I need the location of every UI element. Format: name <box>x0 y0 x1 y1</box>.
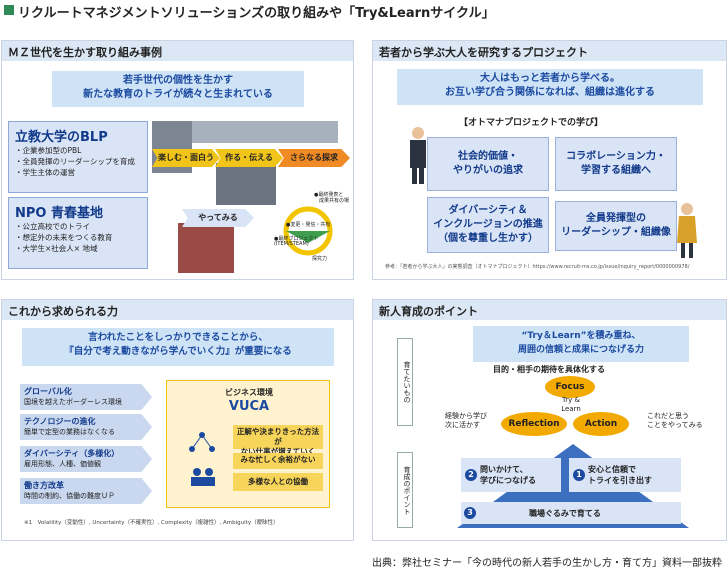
title-marker <box>4 5 14 15</box>
cycle-label: ●最終プロジェクト <box>274 236 319 242</box>
vuca-point: 多様な人との協働 <box>233 473 323 491</box>
learning-box: ダイバーシティ＆ インクルージョンの推進 （個を尊重し生かす） <box>427 197 549 253</box>
page-title: リクルートマネジメントソリューションズの取り組みや「Try&Learnサイクル」 <box>18 6 495 21</box>
point-number: 1 <box>573 469 585 481</box>
cycle-label: ●最終発表と <box>314 192 344 198</box>
blp-item: ・全員発揮のリーダーシップを育成 <box>15 157 135 166</box>
try-step: やってみる <box>182 209 254 227</box>
vuca-box: ビジネス環境 VUCA 正解や決まりきった方法が ない仕事が増えていく みな忙し… <box>166 380 330 508</box>
panel-header: ＭＺ世代を生かす取り組み事例 <box>2 41 353 61</box>
npo-item: ・想定外の未来をつくる教育 <box>15 233 113 242</box>
cycle-label: ●変更・発信・共有 <box>286 222 331 228</box>
photo-classroom <box>192 121 338 143</box>
trend-desc: 雇用形態、人種、価値観 <box>24 460 101 468</box>
photo-activity <box>216 163 276 205</box>
point-3-box: 3 職場ぐるみで育てる <box>461 502 681 524</box>
panel-header: これから求められる力 <box>2 300 353 320</box>
people-group-icon <box>189 467 217 487</box>
point-2-box: 2 問いかけて、 学びにつなげる <box>461 458 561 492</box>
env-label: ビジネス環境 <box>225 388 273 397</box>
trend-title: 働き方改革 <box>24 481 64 490</box>
trend-item: テクノロジーの進化簡単で定型の業務はなくなる <box>20 414 152 440</box>
panel-mz-generation: ＭＺ世代を生かす取り組み事例 若手世代の個性を生かす 新たな教育のトライが続々と… <box>1 40 354 280</box>
panel-banner: 言われたことをしっかりできることから、 『自分で考え動きながら学んでいく力』が重… <box>22 328 334 366</box>
npo-box: NPO 青春基地 ・公立高校でのトライ ・想定外の未来をつくる教育 ・大学生×社… <box>8 197 148 269</box>
panel-header: 若者から学ぶ大人を研究するプロジェクト <box>373 41 726 61</box>
reference-note: 参考：「若者から学ぶ大人」の実態調査（オトマナプロジェクト）https://ww… <box>385 264 690 270</box>
vuca-point: 正解や決まりきった方法が ない仕事が増えていく <box>233 425 323 456</box>
cycle-diagram: ●最終発表と 成果共有の場 ●変更・発信・共有 ●最終プロジェクト (ITEM/… <box>274 191 350 267</box>
point-number: 2 <box>465 469 477 481</box>
npo-item: ・大学生×社会人× 地域 <box>15 244 98 253</box>
trend-title: テクノロジーの進化 <box>24 417 96 426</box>
trend-item: ダイバーシティ（多様化） 雇用形態、人種、価値観 <box>20 446 152 472</box>
blp-item: ・学生主体の運営 <box>15 168 75 177</box>
people-network-icon <box>187 431 217 455</box>
cycle-arrow-icon <box>283 206 333 256</box>
panel-banner: 大人はもっと若者から学べる。 お互い学び合う関係になれば、組織は進化する <box>397 69 703 105</box>
point-text: 問いかけて、 学びにつなげる <box>480 465 536 485</box>
side-label: 育てたいもの <box>397 338 413 426</box>
point-number: 3 <box>464 507 476 519</box>
trend-item: 働き方改革時間の制約、協働の難度ＵＰ <box>20 478 152 504</box>
cycle-label: 成果共有の場 <box>314 198 350 204</box>
vuca-point: みな忙しく余裕がない <box>233 453 323 469</box>
blp-title: 立教大学のBLP <box>15 130 108 145</box>
project-subtitle: 【オトマナプロジェクトでの学び】 <box>459 118 604 128</box>
learning-box: 社会的価値・ やりがいの追求 <box>427 137 549 191</box>
panel-new-hire-development: 新人育成のポイント 育てたいもの 育成のポイント “Try＆Learn”を積み重… <box>372 299 727 541</box>
focus-node: Focus <box>545 376 595 398</box>
cycle-label: (ITEM/STEAM) <box>274 241 309 247</box>
point-text: 安心と信頼で トライを引き出す <box>588 465 652 485</box>
reflection-node: Reflection <box>501 412 567 436</box>
panel-header: 新人育成のポイント <box>373 300 726 320</box>
npo-item: ・公立高校でのトライ <box>15 222 90 231</box>
top-banner: “Try＆Learn”を積み重ね、 周囲の信頼と成果につなげる力 <box>473 326 689 362</box>
chevron-step: 作る・伝える <box>215 149 283 167</box>
trend-title: グローバル化 <box>24 387 72 396</box>
photo-group <box>178 223 234 273</box>
chevron-step: 楽しむ・面白う <box>152 149 220 167</box>
woman-figure-icon <box>673 201 701 259</box>
side-label: 育成のポイント <box>397 452 413 528</box>
blp-item: ・企業参加型のPBL <box>15 146 82 155</box>
point-text: 職場ぐるみで育てる <box>529 508 601 518</box>
trend-title: ダイバーシティ（多様化） <box>24 449 120 458</box>
vuca-label: VUCA <box>228 399 270 414</box>
learning-box: 全員発揮型の リーダーシップ・組織像 <box>555 201 677 251</box>
panel-learning-adults: 若者から学ぶ大人を研究するプロジェクト 大人はもっと若者から学べる。 お互い学び… <box>372 40 727 280</box>
try-learn-center: Try & Learn <box>561 396 581 413</box>
panel-banner: 若手世代の個性を生かす 新たな教育のトライが続々と生まれている <box>52 71 304 107</box>
goal-text: 目的・相手の期待を具体化する <box>493 365 605 374</box>
vuca-footnote: ※1 Volatility（変動性）, Uncertainty（不確実性）, C… <box>24 520 279 526</box>
blp-box: 立教大学のBLP ・企業参加型のPBL ・全員発揮のリーダーシップを育成 ・学生… <box>8 121 148 193</box>
source-caption: 出典：弊社セミナー「今の時代の新人若手の生かし方・育て方」資料一部抜粋 <box>372 558 722 569</box>
right-note: これだと思う ことをやってみる <box>647 412 703 429</box>
panel-required-skills: これから求められる力 言われたことをしっかりできることから、 『自分で考え動きな… <box>1 299 354 541</box>
man-figure-icon <box>403 125 433 185</box>
trend-desc: 国境を越えたボーダーレス環境 <box>24 398 122 406</box>
trend-item: グローバル化国境を越えたボーダーレス環境 <box>20 384 152 410</box>
cycle-label: 探究力 <box>312 256 328 262</box>
trend-desc: 時間の制約、協働の難度ＵＰ <box>24 492 115 500</box>
chevron-step: さらなる探求 <box>278 149 350 167</box>
left-note: 経験から学び 次に活かす <box>445 412 487 429</box>
action-node: Action <box>573 412 629 436</box>
trend-desc: 簡単で定型の業務はなくなる <box>24 428 115 436</box>
npo-title: NPO 青春基地 <box>15 206 103 221</box>
point-1-box: 1 安心と信頼で トライを引き出す <box>569 458 681 492</box>
learning-box: コラボレーション力・ 学習する組織へ <box>555 137 677 191</box>
